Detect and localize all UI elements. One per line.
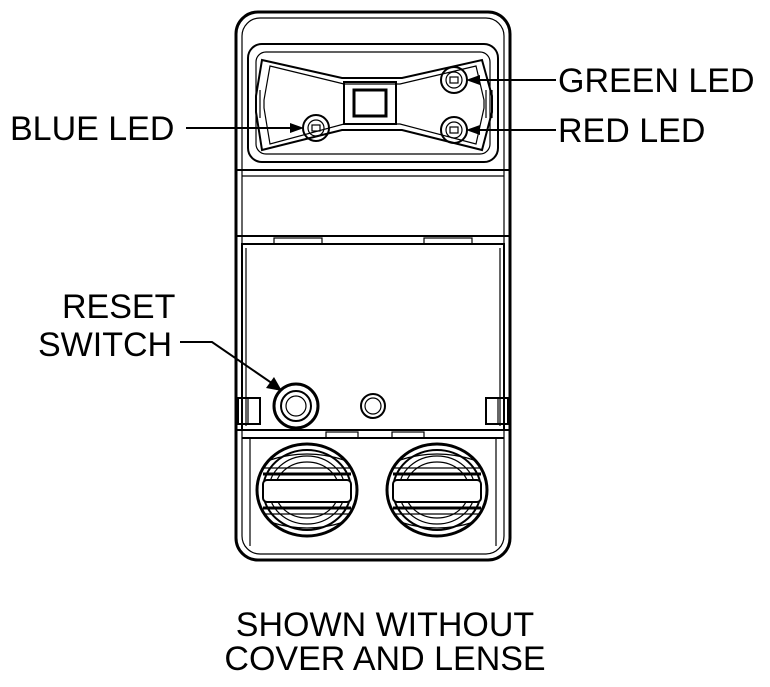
leader-reset-switch — [180, 341, 282, 391]
cable-grommet-right — [385, 442, 489, 538]
red-led — [440, 116, 468, 144]
small-hole — [360, 393, 386, 419]
leader-blue-led — [186, 123, 304, 133]
lower-band — [236, 429, 510, 546]
mid-compartment — [237, 243, 509, 431]
reset-label-line2: SWITCH — [38, 326, 172, 364]
red-led-label: RED LED — [558, 112, 705, 150]
leader-green-led — [466, 75, 556, 85]
reset-switch — [272, 382, 320, 430]
caption-line1: SHOWN WITHOUT — [236, 606, 534, 644]
cable-grommet-left — [255, 442, 359, 538]
blue-led-label: BLUE LED — [10, 110, 174, 148]
device-housing — [234, 10, 512, 562]
led-compartment — [247, 43, 499, 163]
middle-band — [236, 169, 510, 245]
caption-line2: COVER AND LENSE — [224, 640, 545, 678]
green-led-label: GREEN LED — [558, 62, 755, 100]
leader-red-led — [466, 125, 556, 135]
reset-label-line1: RESET — [62, 288, 175, 326]
